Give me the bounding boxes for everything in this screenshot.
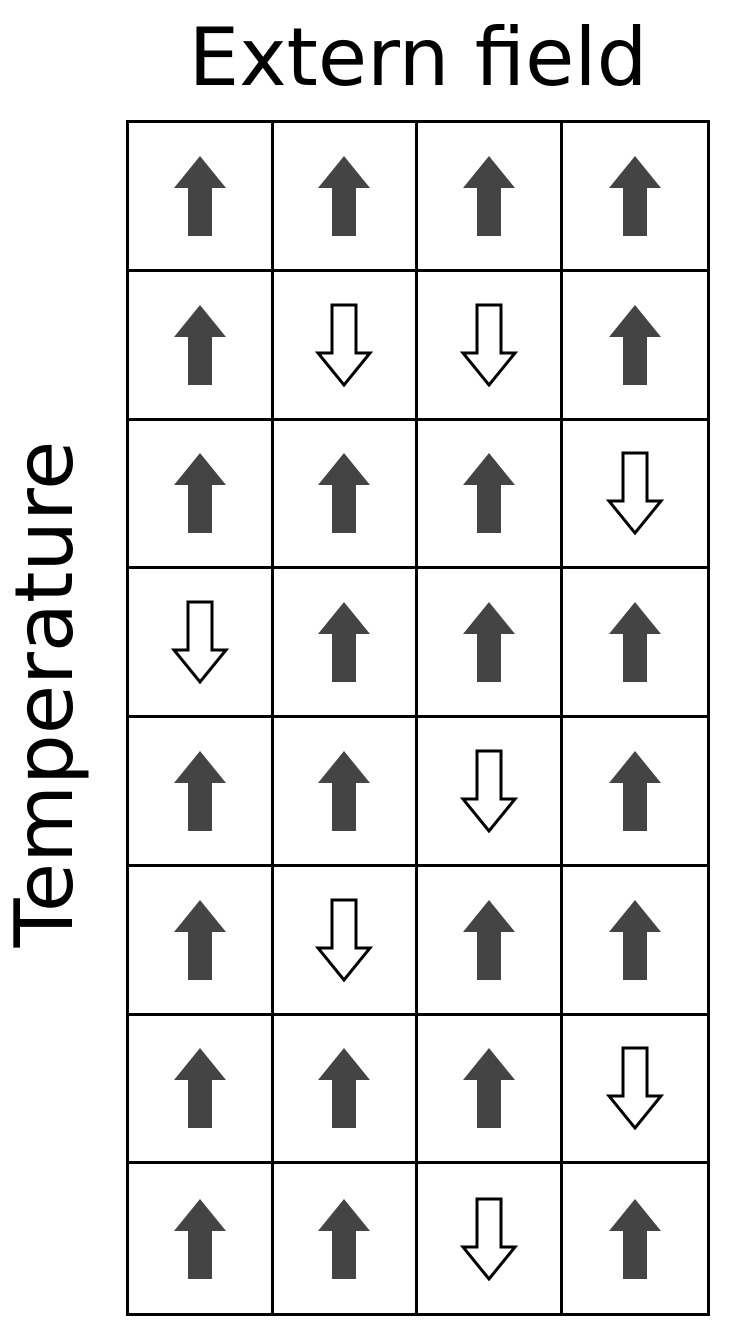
spin-up-arrow (318, 155, 371, 236)
spin-down-arrow (605, 451, 664, 536)
spin-up-arrow (462, 602, 515, 683)
arrow-down-icon (459, 303, 518, 387)
spin-up-arrow (173, 899, 226, 980)
arrow-up-icon (462, 1048, 515, 1129)
arrow-down-icon (605, 451, 664, 536)
spin-up-arrow (173, 304, 226, 385)
spin-cell (129, 866, 274, 1016)
arrow-down-icon (315, 303, 374, 387)
arrow-up-icon (173, 304, 226, 385)
spin-cell (129, 271, 274, 421)
arrow-up-icon (608, 602, 661, 683)
spin-up-arrow (608, 899, 661, 980)
arrow-up-icon (173, 453, 226, 534)
spin-up-arrow (318, 750, 371, 831)
arrow-up-icon (462, 899, 515, 980)
spin-cell (418, 569, 563, 718)
spin-up-arrow (173, 155, 226, 236)
spin-cell (129, 420, 274, 570)
spin-up-arrow (608, 602, 661, 683)
arrow-up-icon (608, 1198, 661, 1279)
spin-cell (562, 421, 707, 570)
spin-grid (126, 120, 710, 1316)
spin-cell (418, 420, 563, 570)
spin-cell (418, 1164, 563, 1313)
spin-cell (418, 123, 563, 272)
spin-cell (273, 866, 418, 1016)
arrow-down-icon (315, 898, 374, 982)
spin-cell (129, 569, 274, 718)
arrow-down-icon (459, 749, 518, 833)
spin-cell (418, 271, 563, 421)
spin-cell (273, 569, 418, 718)
spin-cell (562, 569, 707, 718)
spin-cell (273, 718, 418, 867)
spin-down-arrow (459, 303, 518, 387)
spin-up-arrow (462, 453, 515, 534)
spin-up-arrow (173, 1048, 226, 1129)
arrow-up-icon (608, 750, 661, 831)
spin-up-arrow (173, 750, 226, 831)
spin-cell (129, 1015, 274, 1165)
arrow-up-icon (318, 1048, 371, 1129)
arrow-up-icon (173, 899, 226, 980)
spin-up-arrow (608, 155, 661, 236)
arrow-up-icon (318, 750, 371, 831)
arrow-up-icon (173, 1198, 226, 1279)
spin-cell (129, 718, 274, 867)
spin-cell (274, 1164, 418, 1313)
spin-cell (273, 123, 418, 272)
spin-up-arrow (318, 602, 371, 683)
spin-up-arrow (608, 1198, 661, 1279)
spin-down-arrow (605, 1046, 664, 1131)
spin-up-arrow (462, 155, 515, 236)
arrow-up-icon (462, 155, 515, 236)
spin-up-arrow (173, 453, 226, 534)
side-axis-label: Temperature (0, 440, 91, 948)
arrow-up-icon (462, 453, 515, 534)
arrow-up-icon (608, 899, 661, 980)
spin-down-arrow (170, 600, 229, 685)
arrow-up-icon (608, 155, 661, 236)
arrow-up-icon (173, 750, 226, 831)
arrow-down-icon (170, 600, 229, 685)
spin-cell (562, 123, 707, 272)
spin-cell (273, 1015, 418, 1165)
spin-cell (418, 1015, 563, 1165)
spin-cell (129, 123, 274, 272)
spin-up-arrow (608, 304, 661, 385)
spin-up-arrow (462, 899, 515, 980)
arrow-down-icon (605, 1046, 664, 1131)
arrow-up-icon (462, 602, 515, 683)
spin-down-arrow (315, 303, 374, 387)
arrow-up-icon (173, 1048, 226, 1129)
arrow-up-icon (318, 453, 371, 534)
spin-up-arrow (318, 1198, 371, 1279)
spin-cell (418, 866, 563, 1016)
spin-cell (562, 1016, 707, 1165)
spin-cell (562, 867, 707, 1016)
diagram-title: Extern field (188, 11, 648, 104)
spin-cell (273, 420, 418, 570)
arrow-up-icon (318, 155, 371, 236)
spin-cell (273, 271, 418, 421)
spin-up-arrow (318, 453, 371, 534)
arrow-up-icon (608, 304, 661, 385)
spin-down-arrow (459, 1197, 518, 1281)
spin-cell (563, 1164, 708, 1313)
arrow-down-icon (459, 1197, 518, 1281)
spin-down-arrow (459, 749, 518, 833)
spin-cell (129, 1164, 274, 1313)
spin-down-arrow (315, 898, 374, 982)
spin-up-arrow (318, 1048, 371, 1129)
spin-up-arrow (608, 750, 661, 831)
arrow-up-icon (318, 602, 371, 683)
spin-cell (562, 272, 707, 421)
spin-up-arrow (173, 1198, 226, 1279)
arrow-up-icon (318, 1198, 371, 1279)
spin-cell (418, 718, 563, 867)
arrow-up-icon (173, 155, 226, 236)
spin-up-arrow (462, 1048, 515, 1129)
spin-cell (562, 718, 707, 867)
